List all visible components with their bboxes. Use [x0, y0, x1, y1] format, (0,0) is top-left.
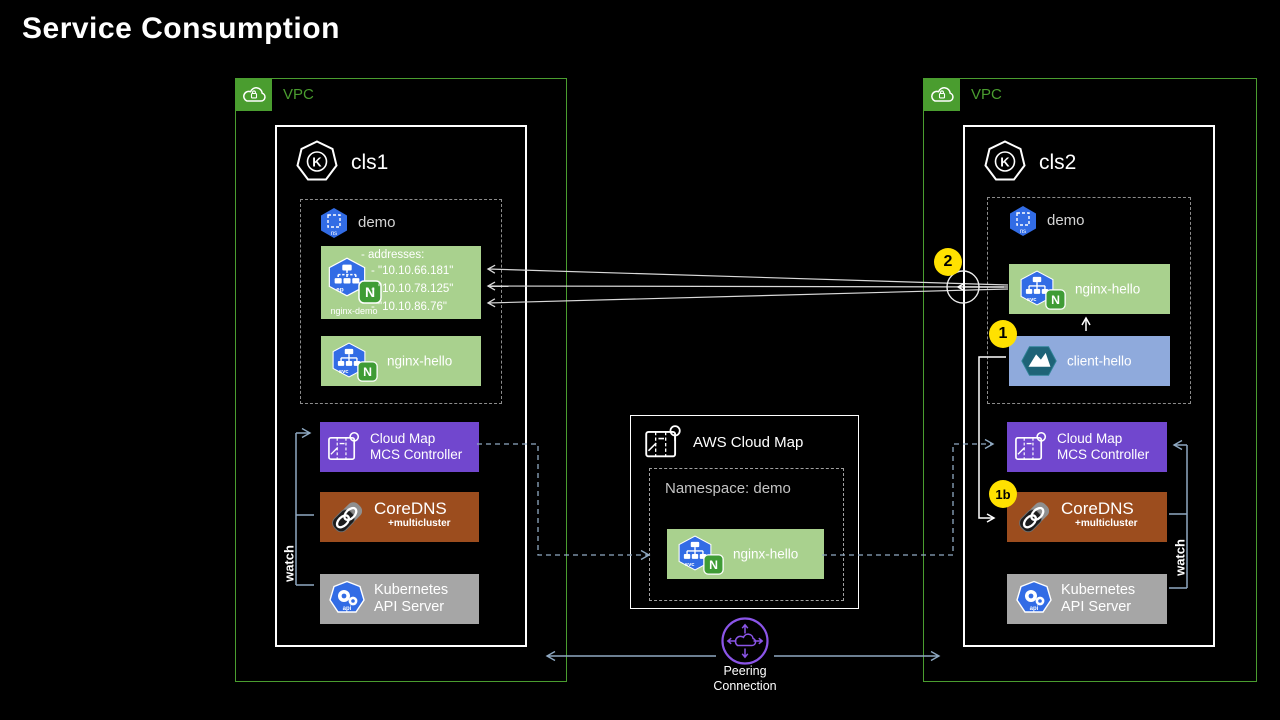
- cluster-cls1-title: cls1: [351, 151, 389, 174]
- namespace-icon: ns: [321, 208, 347, 238]
- k8s-logo-letter: K: [312, 155, 322, 170]
- nginx-icon: N: [703, 554, 724, 575]
- page-title: Service Consumption: [22, 12, 340, 45]
- addresses-header: - addresses:: [361, 249, 425, 261]
- cluster-cls2-title: cls2: [1039, 151, 1077, 174]
- api-server-line1: Kubernetes: [1061, 582, 1136, 598]
- vpc-left-label: VPC: [283, 86, 314, 103]
- peering-label-line1: Peering: [723, 664, 767, 678]
- step-badge-1b: 1b: [989, 480, 1017, 508]
- mcs-controller-cls1: Cloud Map MCS Controller: [320, 422, 479, 472]
- api-icon-label: api: [1030, 606, 1039, 612]
- k8s-logo-letter: K: [1000, 155, 1010, 170]
- mcs-controller-cls2: Cloud Map MCS Controller: [1007, 422, 1167, 472]
- cloud-lock-icon: [242, 86, 266, 102]
- nginx-icon: N: [1045, 289, 1066, 310]
- cloudmap-namespace-label: Namespace: demo: [665, 480, 791, 497]
- cloudmap-service-nginx-hello: svc N nginx-hello: [667, 529, 824, 579]
- service-label: nginx-hello: [733, 546, 799, 562]
- api-icon-label: api: [343, 606, 352, 612]
- coredns-label: CoreDNS: [374, 499, 447, 518]
- coredns-chain-icon: [1019, 502, 1050, 533]
- address-1: - "10.10.66.181": [371, 265, 454, 277]
- endpoints-name: nginx-demo: [330, 306, 378, 316]
- vpc-left-frame: VPC: [235, 78, 567, 682]
- coredns-sublabel: +multicluster: [388, 518, 451, 529]
- peering-label-line2: Connection: [713, 679, 777, 693]
- service-nginx-hello-cls1: svc N nginx-hello: [321, 336, 481, 386]
- vpc-icon: [923, 78, 960, 111]
- mcs-label: Cloud Map MCS Controller: [370, 431, 462, 463]
- ns-icon-label: ns: [1020, 229, 1026, 235]
- svc-icon-label: svc: [339, 369, 349, 375]
- api-server-label: Kubernetes API Server: [374, 582, 448, 616]
- client-app-icon: [1021, 346, 1057, 376]
- cloud-map-icon: [1015, 431, 1047, 460]
- namespace-label: demo: [1047, 212, 1085, 229]
- namespace-demo-cls2: ns demo svc N nginx-hello: [987, 197, 1191, 404]
- api-server-icon: api: [329, 580, 365, 613]
- kubernetes-logo: K: [984, 140, 1026, 181]
- cluster-cls1: K cls1 ns demo ep N nginx-demo: [275, 125, 527, 647]
- peering-connection-label: Peering Connection: [695, 664, 795, 694]
- service-label: nginx-hello: [387, 353, 453, 369]
- mcs-label-line1: Cloud Map: [370, 431, 436, 446]
- cloudmap-namespace-box: Namespace: demo svc N nginx-hello: [649, 468, 844, 601]
- mcs-label: Cloud Map MCS Controller: [1057, 431, 1149, 463]
- endpoints-icon: ep: [328, 257, 366, 297]
- aws-cloud-map-box: AWS Cloud Map Namespace: demo svc N ngin…: [630, 415, 859, 609]
- vpc-right-label: VPC: [971, 86, 1002, 103]
- coredns-cls2: CoreDNS +multicluster: [1007, 492, 1167, 542]
- ns-icon-label: ns: [331, 231, 337, 237]
- mcs-label-line2: MCS Controller: [370, 447, 463, 462]
- api-server-cls2: api Kubernetes API Server: [1007, 574, 1167, 624]
- nginx-letter: N: [365, 284, 375, 300]
- nginx-icon: N: [357, 361, 378, 382]
- aws-cloud-map-title: AWS Cloud Map: [693, 434, 804, 451]
- service-icon: svc: [332, 342, 366, 378]
- coredns-chain-icon: [332, 502, 363, 533]
- service-nginx-hello-cls2: svc N nginx-hello: [1009, 264, 1170, 314]
- nginx-icon: N: [358, 280, 382, 304]
- api-server-line1: Kubernetes: [374, 582, 449, 598]
- nginx-letter: N: [363, 365, 372, 379]
- svc-icon-label: svc: [685, 562, 695, 568]
- api-server-label: Kubernetes API Server: [1061, 582, 1135, 616]
- watch-label-cls2: watch: [1172, 539, 1188, 576]
- client-hello-label: client-hello: [1067, 353, 1132, 369]
- step-badge-1: 1: [989, 320, 1017, 348]
- peering-connection-icon: [721, 617, 769, 665]
- nginx-letter: N: [1051, 293, 1060, 307]
- step-badge-2: 2: [934, 248, 962, 276]
- namespace-icon: ns: [1010, 206, 1036, 236]
- mcs-label-line1: Cloud Map: [1057, 431, 1123, 446]
- mcs-label-line2: MCS Controller: [1057, 447, 1150, 462]
- service-label: nginx-hello: [1075, 281, 1141, 297]
- cloud-lock-icon: [930, 86, 954, 102]
- vpc-icon: [235, 78, 272, 111]
- client-hello-box: client-hello: [1009, 336, 1170, 386]
- nginx-letter: N: [709, 558, 718, 572]
- ep-icon-label: ep: [336, 287, 344, 294]
- api-server-cls1: api Kubernetes API Server: [320, 574, 479, 624]
- aws-cloud-map-icon: [645, 425, 681, 458]
- api-server-icon: api: [1016, 580, 1052, 613]
- coredns-cls1: CoreDNS +multicluster: [320, 492, 479, 542]
- endpoints-nginx-demo: ep N nginx-demo - addresses: - "10.10.66…: [321, 246, 481, 319]
- svc-icon-label: svc: [1027, 297, 1037, 303]
- service-icon: svc: [678, 535, 712, 571]
- api-server-line2: API Server: [374, 599, 445, 615]
- namespace-label: demo: [358, 214, 396, 231]
- address-3: - "10.10.86.76": [371, 301, 447, 313]
- coredns-label: CoreDNS: [1061, 499, 1134, 518]
- watch-label-cls1: watch: [281, 545, 297, 582]
- coredns-sublabel: +multicluster: [1075, 518, 1138, 529]
- service-icon: svc: [1020, 270, 1054, 306]
- vpc-right-frame: VPC: [923, 78, 1257, 682]
- api-server-line2: API Server: [1061, 599, 1132, 615]
- kubernetes-logo: K: [296, 140, 338, 181]
- address-2: - "10.10.78.125": [371, 283, 454, 295]
- namespace-demo-cls1: ns demo ep N nginx-demo - addresses: - "…: [300, 199, 502, 404]
- cloud-map-icon: [328, 431, 360, 460]
